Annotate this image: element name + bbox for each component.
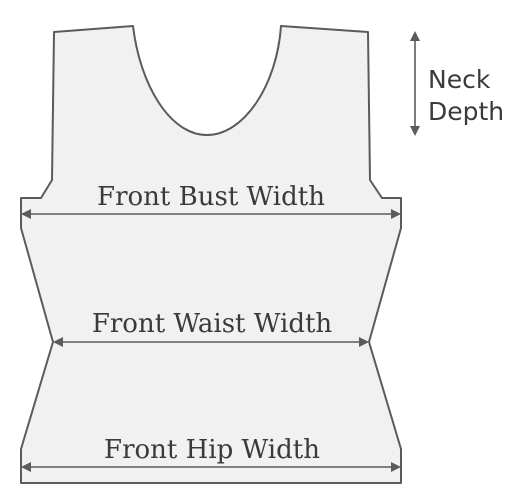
hip-arrow-left-icon	[21, 462, 31, 472]
waist-width-measurement: Front Waist Width	[53, 309, 369, 347]
garment-front-outline	[20, 25, 402, 484]
hip-arrow-right-icon	[391, 462, 401, 472]
bust-width-label: Front Bust Width	[97, 182, 325, 212]
neck-depth-measurement: Neck Depth	[410, 31, 504, 136]
waist-arrow-right-icon	[359, 337, 369, 347]
hip-width-label: Front Hip Width	[104, 435, 320, 465]
neck-depth-label-line2: Depth	[428, 97, 504, 126]
bust-arrow-left-icon	[21, 209, 31, 219]
neck-depth-arrow-down-icon	[410, 126, 420, 136]
bust-width-measurement: Front Bust Width	[21, 182, 401, 219]
hip-width-measurement: Front Hip Width	[21, 435, 401, 472]
waist-width-label: Front Waist Width	[92, 309, 333, 339]
bust-arrow-right-icon	[391, 209, 401, 219]
waist-arrow-left-icon	[53, 337, 63, 347]
neck-depth-label-line1: Neck	[428, 65, 491, 94]
neck-depth-arrow-up-icon	[410, 31, 420, 41]
